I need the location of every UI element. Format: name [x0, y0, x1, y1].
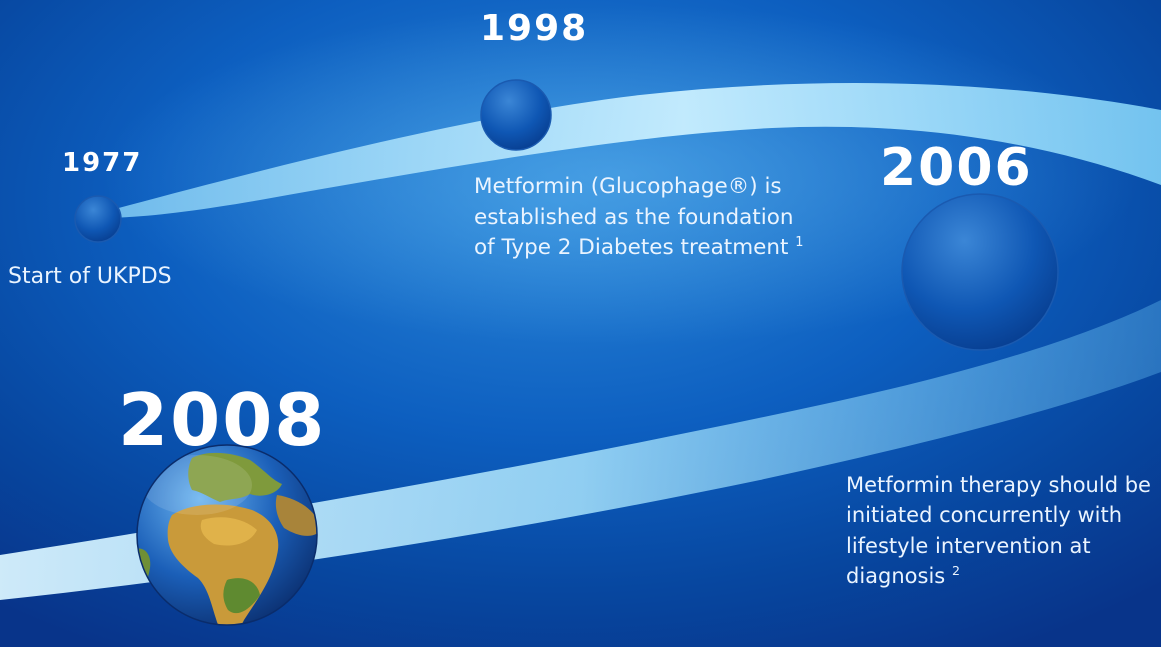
milestone-1998-year: 1998 [480, 8, 589, 49]
milestone-1998-text-body: Metformin (Glucophage®) is established a… [474, 174, 794, 261]
milestone-1977-text: Start of UKPDS [8, 264, 172, 289]
milestone-2008-year: 2008 [118, 378, 327, 462]
orb-1977 [74, 195, 122, 243]
milestone-2006-text-body: Metformin therapy should be initiated co… [846, 473, 1151, 589]
milestone-2006-ref: 2 [951, 563, 960, 579]
globe-icon [136, 444, 318, 626]
milestone-2006-year: 2006 [880, 138, 1033, 198]
orb-2006 [901, 193, 1059, 351]
milestone-1998-ref: 1 [795, 235, 804, 251]
milestone-1998-text: Metformin (Glucophage®) is established a… [474, 172, 804, 264]
milestone-2006-text: Metformin therapy should be initiated co… [846, 470, 1156, 592]
milestone-1977-year: 1977 [62, 148, 143, 178]
orb-1998 [480, 79, 552, 151]
